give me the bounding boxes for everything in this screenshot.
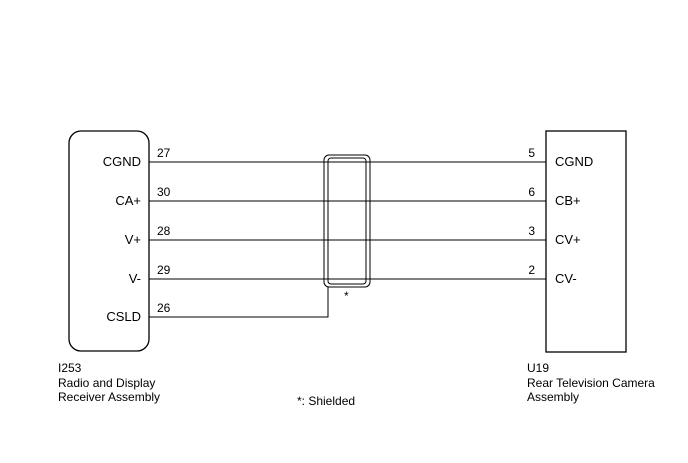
left-pin-label: CSLD — [106, 309, 141, 324]
left-pin-number: 27 — [157, 146, 171, 160]
right-pin-number: 5 — [528, 146, 535, 160]
shield-outer — [323, 154, 371, 288]
shield-marker: * — [344, 289, 349, 303]
shield-inner — [327, 157, 367, 285]
right-pin-number: 6 — [528, 185, 535, 199]
left-pin-label: CA+ — [115, 193, 141, 208]
radio-receiver-box — [68, 130, 150, 352]
left-pin-number: 29 — [157, 263, 171, 277]
right-pin-label: CB+ — [555, 193, 581, 208]
right-pin-label: CGND — [555, 154, 593, 169]
right-component-code: U19 — [527, 361, 549, 375]
right-pin-number: 3 — [528, 224, 535, 238]
left-pin-label: V- — [129, 271, 141, 286]
right-component-name: Rear Television Camera — [527, 376, 655, 390]
right-pin-label: CV- — [555, 271, 577, 286]
left-component-name: Receiver Assembly — [58, 390, 160, 404]
wire-csld-drain — [149, 287, 329, 318]
left-pin-number: 26 — [157, 301, 171, 315]
right-pin-label: CV+ — [555, 232, 581, 247]
left-component-name: Radio and Display — [58, 376, 155, 390]
left-pin-label: V+ — [125, 232, 141, 247]
shield-note: *: Shielded — [297, 394, 355, 408]
left-pin-number: 28 — [157, 224, 171, 238]
right-component-name: Assembly — [527, 390, 579, 404]
right-pin-number: 2 — [528, 263, 535, 277]
left-component-code: I253 — [58, 361, 82, 375]
left-pin-number: 30 — [157, 185, 171, 199]
rear-camera-box — [545, 130, 627, 353]
left-pin-label: CGND — [103, 154, 141, 169]
